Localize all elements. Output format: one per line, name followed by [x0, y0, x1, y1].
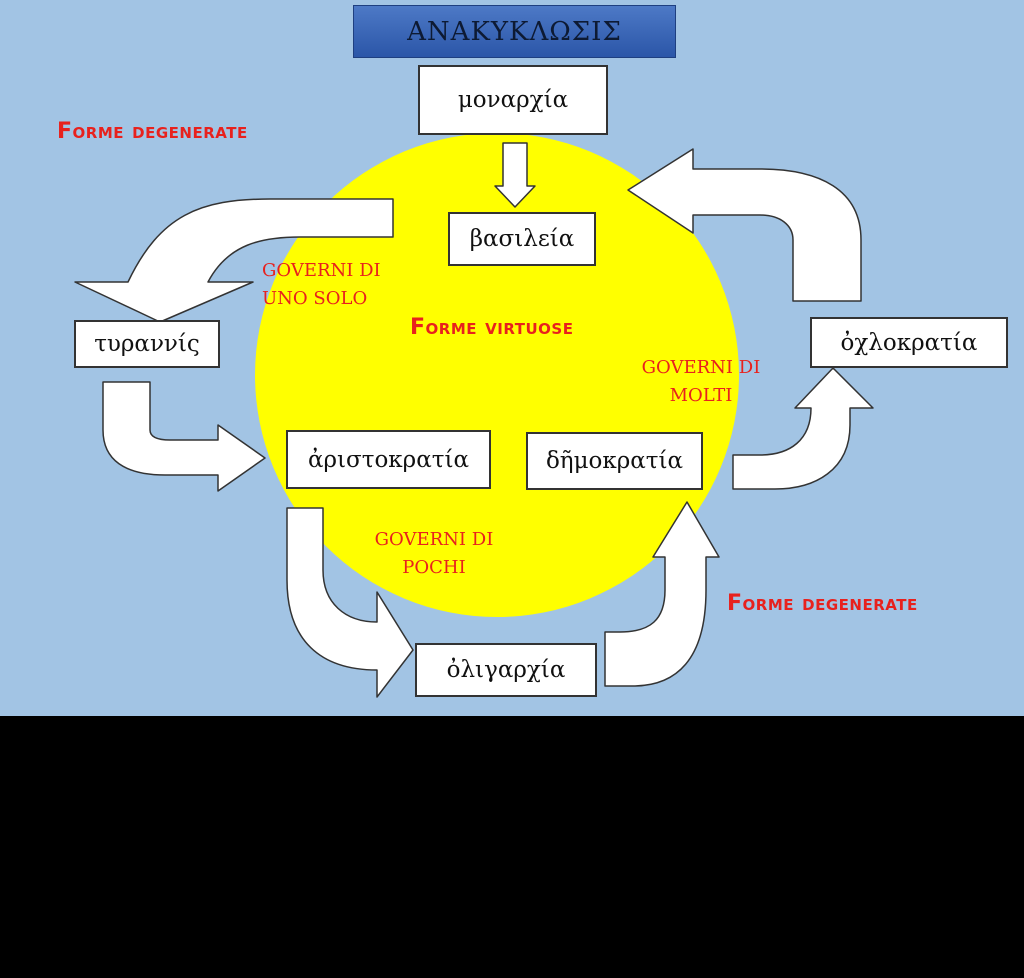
arrow-ochlokratia-to-monarchia: [627, 148, 862, 302]
node-demokratia: δῆμοκρατία: [526, 432, 703, 490]
label-governi-molti-line-1: GOVERNI DI: [641, 357, 761, 378]
node-ochlokratia: ὀχλοκρατία: [810, 317, 1008, 368]
label-forme-degenerate-right: Forme degenerate: [727, 591, 918, 616]
label-forme-virtuose: Forme virtuose: [410, 315, 574, 340]
node-tyrannis: τυραννίς: [74, 320, 220, 368]
label-governi-uno-solo-line-1: GOVERNI DI: [262, 260, 381, 281]
diagram-title: ΑΝΑΚΥΚΛΩΣΙΣ: [353, 5, 676, 58]
node-oligarchia: ὀλιγαρχία: [415, 643, 597, 697]
arrow-monarchia-to-basileia: [494, 142, 536, 208]
label-governi-uno-solo-line-2: UNO SOLO: [262, 288, 368, 309]
arrow-aristokratia-to-oligarchia: [286, 507, 414, 698]
arrow-demokratia-to-ochlokratia: [732, 367, 874, 490]
node-basileia: βασιλεία: [448, 212, 596, 266]
arrow-oligarchia-to-demokratia: [604, 501, 720, 687]
virtuous-forms-circle: [255, 133, 739, 617]
label-forme-degenerate-left: Forme degenerate: [57, 119, 248, 144]
diagram-canvas: ΑΝΑΚΥΚΛΩΣΙΣ μοναρχία βασιλεία τυραννίς ἀ…: [0, 0, 1024, 716]
node-monarchia: μοναρχία: [418, 65, 608, 135]
label-governi-molti-line-2: MOLTI: [669, 385, 733, 406]
label-governi-pochi-line-2: POCHI: [402, 557, 466, 578]
node-aristokratia: ἀριστοκρατία: [286, 430, 491, 489]
label-governi-molti: GOVERNI DI MOLTI: [626, 354, 776, 410]
arrow-basileia-to-tyrannis: [74, 198, 394, 323]
label-governi-pochi: GOVERNI DI POCHI: [359, 526, 509, 582]
diagram-graphics: [74, 133, 874, 698]
bottom-black-band: [0, 716, 1024, 978]
arrow-tyrannis-to-aristokratia: [102, 381, 266, 492]
label-governi-pochi-line-1: GOVERNI DI: [374, 529, 494, 550]
label-governi-uno-solo: GOVERNI DI UNO SOLO: [262, 257, 381, 313]
